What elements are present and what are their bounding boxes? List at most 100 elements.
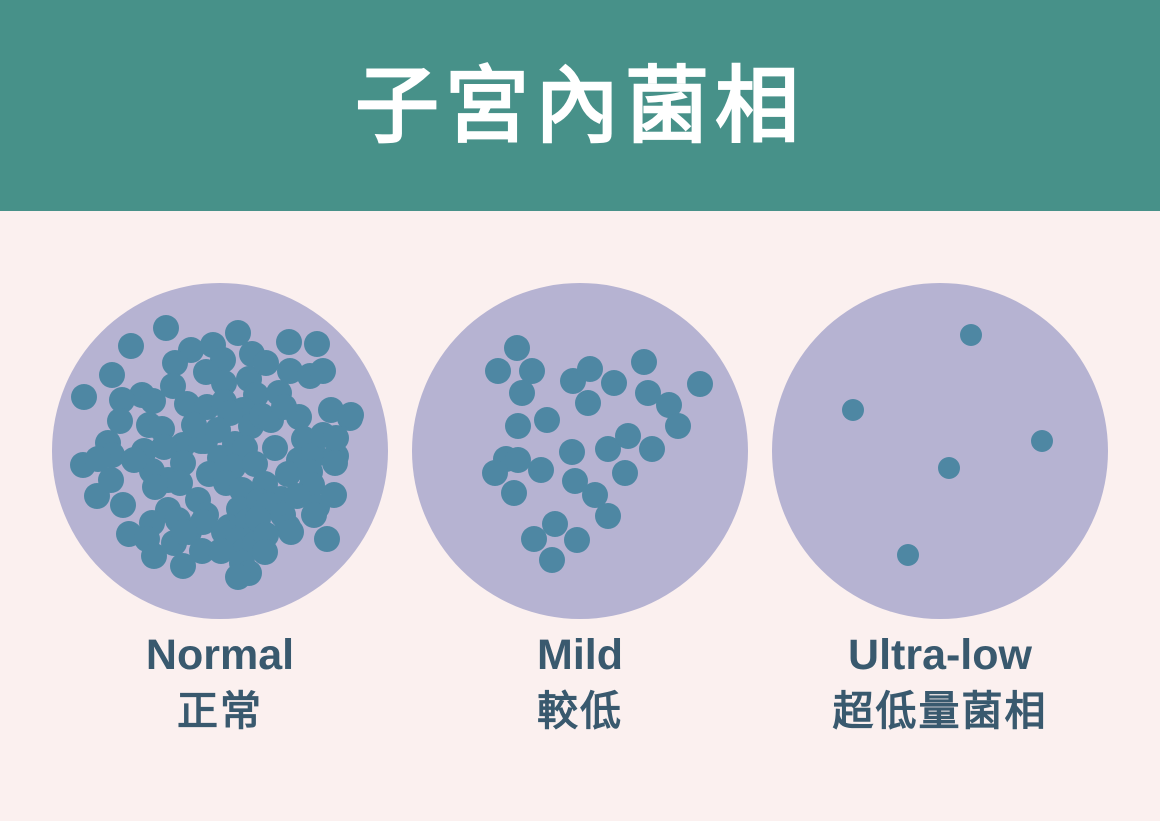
bacteria-dot	[631, 349, 657, 375]
panel-ultra-low-label-zh: 超低量菌相	[832, 688, 1048, 734]
bacteria-dot	[595, 503, 621, 529]
panel-mild-labels: Mild 較低	[387, 629, 773, 737]
bacteria-dot	[162, 350, 188, 376]
bacteria-dot	[509, 380, 535, 406]
panel-normal-label-zh: 正常	[177, 688, 263, 734]
panel-ultra-low-labels: Ultra-low 超低量菌相	[747, 629, 1133, 737]
bacteria-dot	[485, 358, 511, 384]
bacteria-dot	[171, 519, 197, 545]
bacteria-dot	[635, 380, 661, 406]
bacteria-dot	[938, 457, 960, 479]
bacteria-dot	[304, 331, 330, 357]
bacteria-dot	[151, 434, 177, 460]
bacteria-dot	[577, 356, 603, 382]
dish-ultra-low-svg	[772, 283, 1108, 619]
bacteria-dot	[141, 543, 167, 569]
bacteria-dot	[271, 394, 297, 420]
panels-row: Normal 正常 Mild 較低	[0, 211, 1160, 821]
bacteria-dot	[110, 492, 136, 518]
dish-normal	[52, 283, 388, 619]
bacteria-dot	[181, 412, 207, 438]
bacteria-dot	[564, 527, 590, 553]
bacteria-dot	[99, 362, 125, 388]
bacteria-dot	[539, 547, 565, 573]
bacteria-dot	[170, 450, 196, 476]
header-band: 子宮內菌相	[0, 0, 1160, 211]
bacteria-dot	[687, 371, 713, 397]
bacteria-dot	[153, 315, 179, 341]
bacteria-dots-mild	[482, 335, 713, 573]
bacteria-dot	[505, 413, 531, 439]
panel-normal-labels: Normal 正常	[27, 629, 413, 737]
bacteria-dot	[504, 335, 530, 361]
bacteria-dot	[189, 538, 215, 564]
bacteria-dot	[205, 417, 231, 443]
bacteria-dot	[897, 544, 919, 566]
bacteria-dot	[142, 474, 168, 500]
bacteria-dot	[109, 387, 135, 413]
dish-ultra-low	[772, 283, 1108, 619]
bacteria-dot	[322, 450, 348, 476]
bacteria-dot	[521, 526, 547, 552]
bacteria-dot	[211, 370, 237, 396]
bacteria-dot	[284, 483, 310, 509]
bacteria-dot	[534, 407, 560, 433]
page-title: 子宮內菌相	[354, 58, 805, 153]
bacteria-dot	[301, 502, 327, 528]
bacteria-dots-ultra-low	[842, 324, 1053, 566]
bacteria-dot	[262, 435, 288, 461]
bacteria-dot	[225, 564, 251, 590]
bacteria-dot	[314, 526, 340, 552]
bacteria-dot	[278, 519, 304, 545]
bacteria-dot	[160, 373, 186, 399]
bacteria-dot	[242, 451, 268, 477]
bacteria-dot	[665, 413, 691, 439]
bacteria-dot	[71, 384, 97, 410]
bacteria-dot	[960, 324, 982, 346]
bacteria-dot	[639, 436, 665, 462]
bacteria-dot	[98, 467, 124, 493]
bacteria-dot	[310, 358, 336, 384]
bacteria-dot	[252, 539, 278, 565]
bacteria-dot	[1031, 430, 1053, 452]
dish-background-circle	[772, 283, 1108, 619]
bacteria-dot	[275, 461, 301, 487]
bacteria-dot	[85, 446, 111, 472]
bacteria-dot	[140, 388, 166, 414]
bacteria-dot	[170, 553, 196, 579]
panel-normal-label-en: Normal	[145, 631, 295, 679]
bacteria-dot	[519, 358, 545, 384]
panel-mild: Mild 較低	[387, 211, 773, 821]
bacteria-dot	[582, 482, 608, 508]
bacteria-dot	[595, 436, 621, 462]
bacteria-dot	[321, 482, 347, 508]
panel-ultra-low-label-en: Ultra-low	[848, 631, 1032, 679]
bacteria-dot	[323, 425, 349, 451]
bacteria-dot	[501, 480, 527, 506]
bacteria-dot	[225, 320, 251, 346]
dish-normal-svg	[52, 283, 388, 619]
bacteria-dot	[276, 329, 302, 355]
bacteria-dot	[121, 447, 147, 473]
bacteria-dot	[118, 333, 144, 359]
bacteria-dots-normal	[70, 315, 364, 590]
bacteria-dot	[277, 358, 303, 384]
bacteria-dot	[601, 370, 627, 396]
panel-mild-label-zh: 較低	[537, 688, 623, 734]
bacteria-dot	[107, 408, 133, 434]
bacteria-dot	[167, 470, 193, 496]
bacteria-dot	[615, 423, 641, 449]
bacteria-dot	[505, 447, 531, 473]
bacteria-dot	[575, 390, 601, 416]
bacteria-dot	[338, 402, 364, 428]
bacteria-dot	[559, 439, 585, 465]
bacteria-dot	[208, 538, 234, 564]
bacteria-dot	[253, 350, 279, 376]
panel-mild-label-en: Mild	[537, 631, 623, 679]
bacteria-dot	[528, 457, 554, 483]
bacteria-dot	[656, 392, 682, 418]
bacteria-dot	[562, 468, 588, 494]
dish-mild	[412, 283, 748, 619]
panel-ultra-low: Ultra-low 超低量菌相	[747, 211, 1133, 821]
